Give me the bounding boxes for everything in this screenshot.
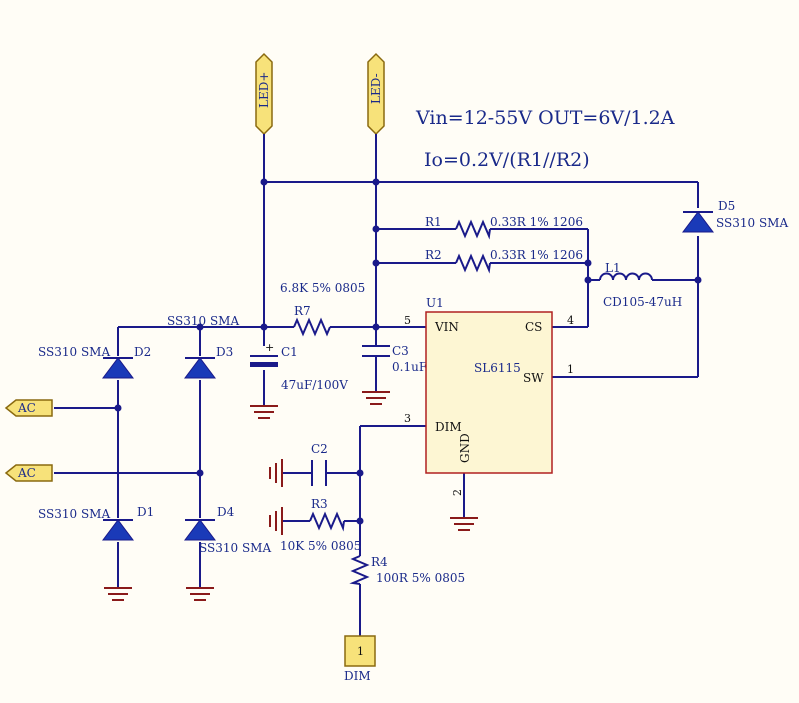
led-plus-port[interactable]: LED+: [255, 52, 273, 136]
ac-port-2[interactable]: AC: [4, 464, 53, 482]
ac-port-1[interactable]: AC: [4, 399, 53, 417]
diode-d3[interactable]: D3 SS310 SMA: [167, 314, 239, 379]
u1-ref: U1: [426, 296, 444, 310]
d1-value: SS310 SMA: [38, 507, 110, 521]
r1-value: 0.33R 1% 1206: [490, 215, 583, 229]
pin-cs-name: CS: [525, 320, 542, 334]
dim-port-label: DIM: [344, 669, 371, 683]
resistor-r4[interactable]: R4 100R 5% 0805: [349, 555, 465, 585]
capacitor-c2[interactable]: C2: [311, 442, 328, 486]
junctions: [114, 178, 702, 525]
r3-ref: R3: [311, 497, 328, 511]
r4-value: 100R 5% 0805: [376, 571, 465, 585]
wires: [54, 134, 699, 636]
r1-ref: R1: [425, 215, 442, 229]
pin-vin-name: VIN: [434, 320, 459, 334]
ground-icon: [269, 507, 283, 535]
ground-icon: [450, 517, 478, 531]
ground-icon: [186, 587, 214, 601]
r4-ref: R4: [371, 555, 388, 569]
resistor-r2[interactable]: R2 0.33R 1% 1206: [425, 248, 583, 274]
pin-sw-num: 1: [567, 363, 574, 376]
diode-d2[interactable]: SS310 SMA D2: [38, 345, 151, 379]
d1-ref: D1: [137, 505, 154, 519]
ground-icon: [269, 459, 283, 487]
diode-d4[interactable]: D4 SS310 SMA: [184, 505, 271, 555]
inductor-l1[interactable]: L1 CD105-47uH: [599, 261, 682, 309]
ac-label-2: AC: [17, 466, 36, 480]
dim-port[interactable]: 1 DIM: [344, 635, 376, 683]
resistor-r3[interactable]: R3 10K 5% 0805: [280, 497, 361, 553]
ic-u1[interactable]: U1 SL6115 VIN 5 CS 4 SW 1 DIM 3 GND 2: [404, 296, 574, 496]
pin-gnd-name: GND: [458, 433, 472, 463]
ground-icon: [104, 587, 132, 601]
ground-icon: [362, 391, 390, 405]
c2-ref: C2: [311, 442, 328, 456]
pin-cs-num: 4: [567, 314, 574, 327]
d2-value: SS310 SMA: [38, 345, 110, 359]
d5-value: SS310 SMA: [716, 216, 788, 230]
r2-ref: R2: [425, 248, 442, 262]
c3-ref: C3: [392, 344, 409, 358]
d4-ref: D4: [217, 505, 235, 519]
r7-value: 6.8K 5% 0805: [280, 281, 365, 295]
pin-vin-num: 5: [404, 314, 411, 327]
c1-value: 47uF/100V: [281, 378, 348, 392]
r3-value: 10K 5% 0805: [280, 539, 361, 553]
svg-text:+: +: [265, 341, 274, 354]
pin-dim-name: DIM: [435, 420, 462, 434]
capacitor-c3[interactable]: C3 0.1uF: [362, 344, 427, 374]
l1-ref: L1: [605, 261, 621, 275]
r7-ref: R7: [294, 304, 311, 318]
led-plus-label: LED+: [257, 72, 271, 108]
spec-text: Vin=12-55V OUT=6V/1.2A: [415, 107, 675, 129]
resistor-r7[interactable]: 6.8K 5% 0805 R7: [280, 281, 365, 337]
diode-d1[interactable]: SS310 SMA D1: [38, 505, 154, 541]
u1-part: SL6115: [474, 361, 521, 375]
l1-value: CD105-47uH: [603, 295, 682, 309]
d2-ref: D2: [134, 345, 151, 359]
led-minus-port[interactable]: LED-: [367, 52, 385, 136]
c1-ref: C1: [281, 345, 298, 359]
capacitor-c1[interactable]: + C1 47uF/100V: [250, 341, 348, 392]
pin-sw-name: SW: [523, 371, 544, 385]
d3-value: SS310 SMA: [167, 314, 239, 328]
ground-icon: [250, 405, 278, 419]
r2-value: 0.33R 1% 1206: [490, 248, 583, 262]
dim-port-pin: 1: [357, 645, 364, 658]
resistor-r1[interactable]: R1 0.33R 1% 1206: [425, 215, 583, 240]
d3-ref: D3: [216, 345, 233, 359]
formula-text: Io=0.2V/(R1//R2): [424, 149, 590, 171]
led-minus-label: LED-: [369, 73, 383, 104]
d4-value: SS310 SMA: [199, 541, 271, 555]
diode-d5[interactable]: D5 SS310 SMA: [682, 199, 788, 233]
pin-gnd-num: 2: [451, 489, 464, 496]
d5-ref: D5: [718, 199, 735, 213]
pin-dim-num: 3: [404, 412, 411, 425]
ac-label-1: AC: [17, 401, 36, 415]
c3-value: 0.1uF: [392, 360, 427, 374]
